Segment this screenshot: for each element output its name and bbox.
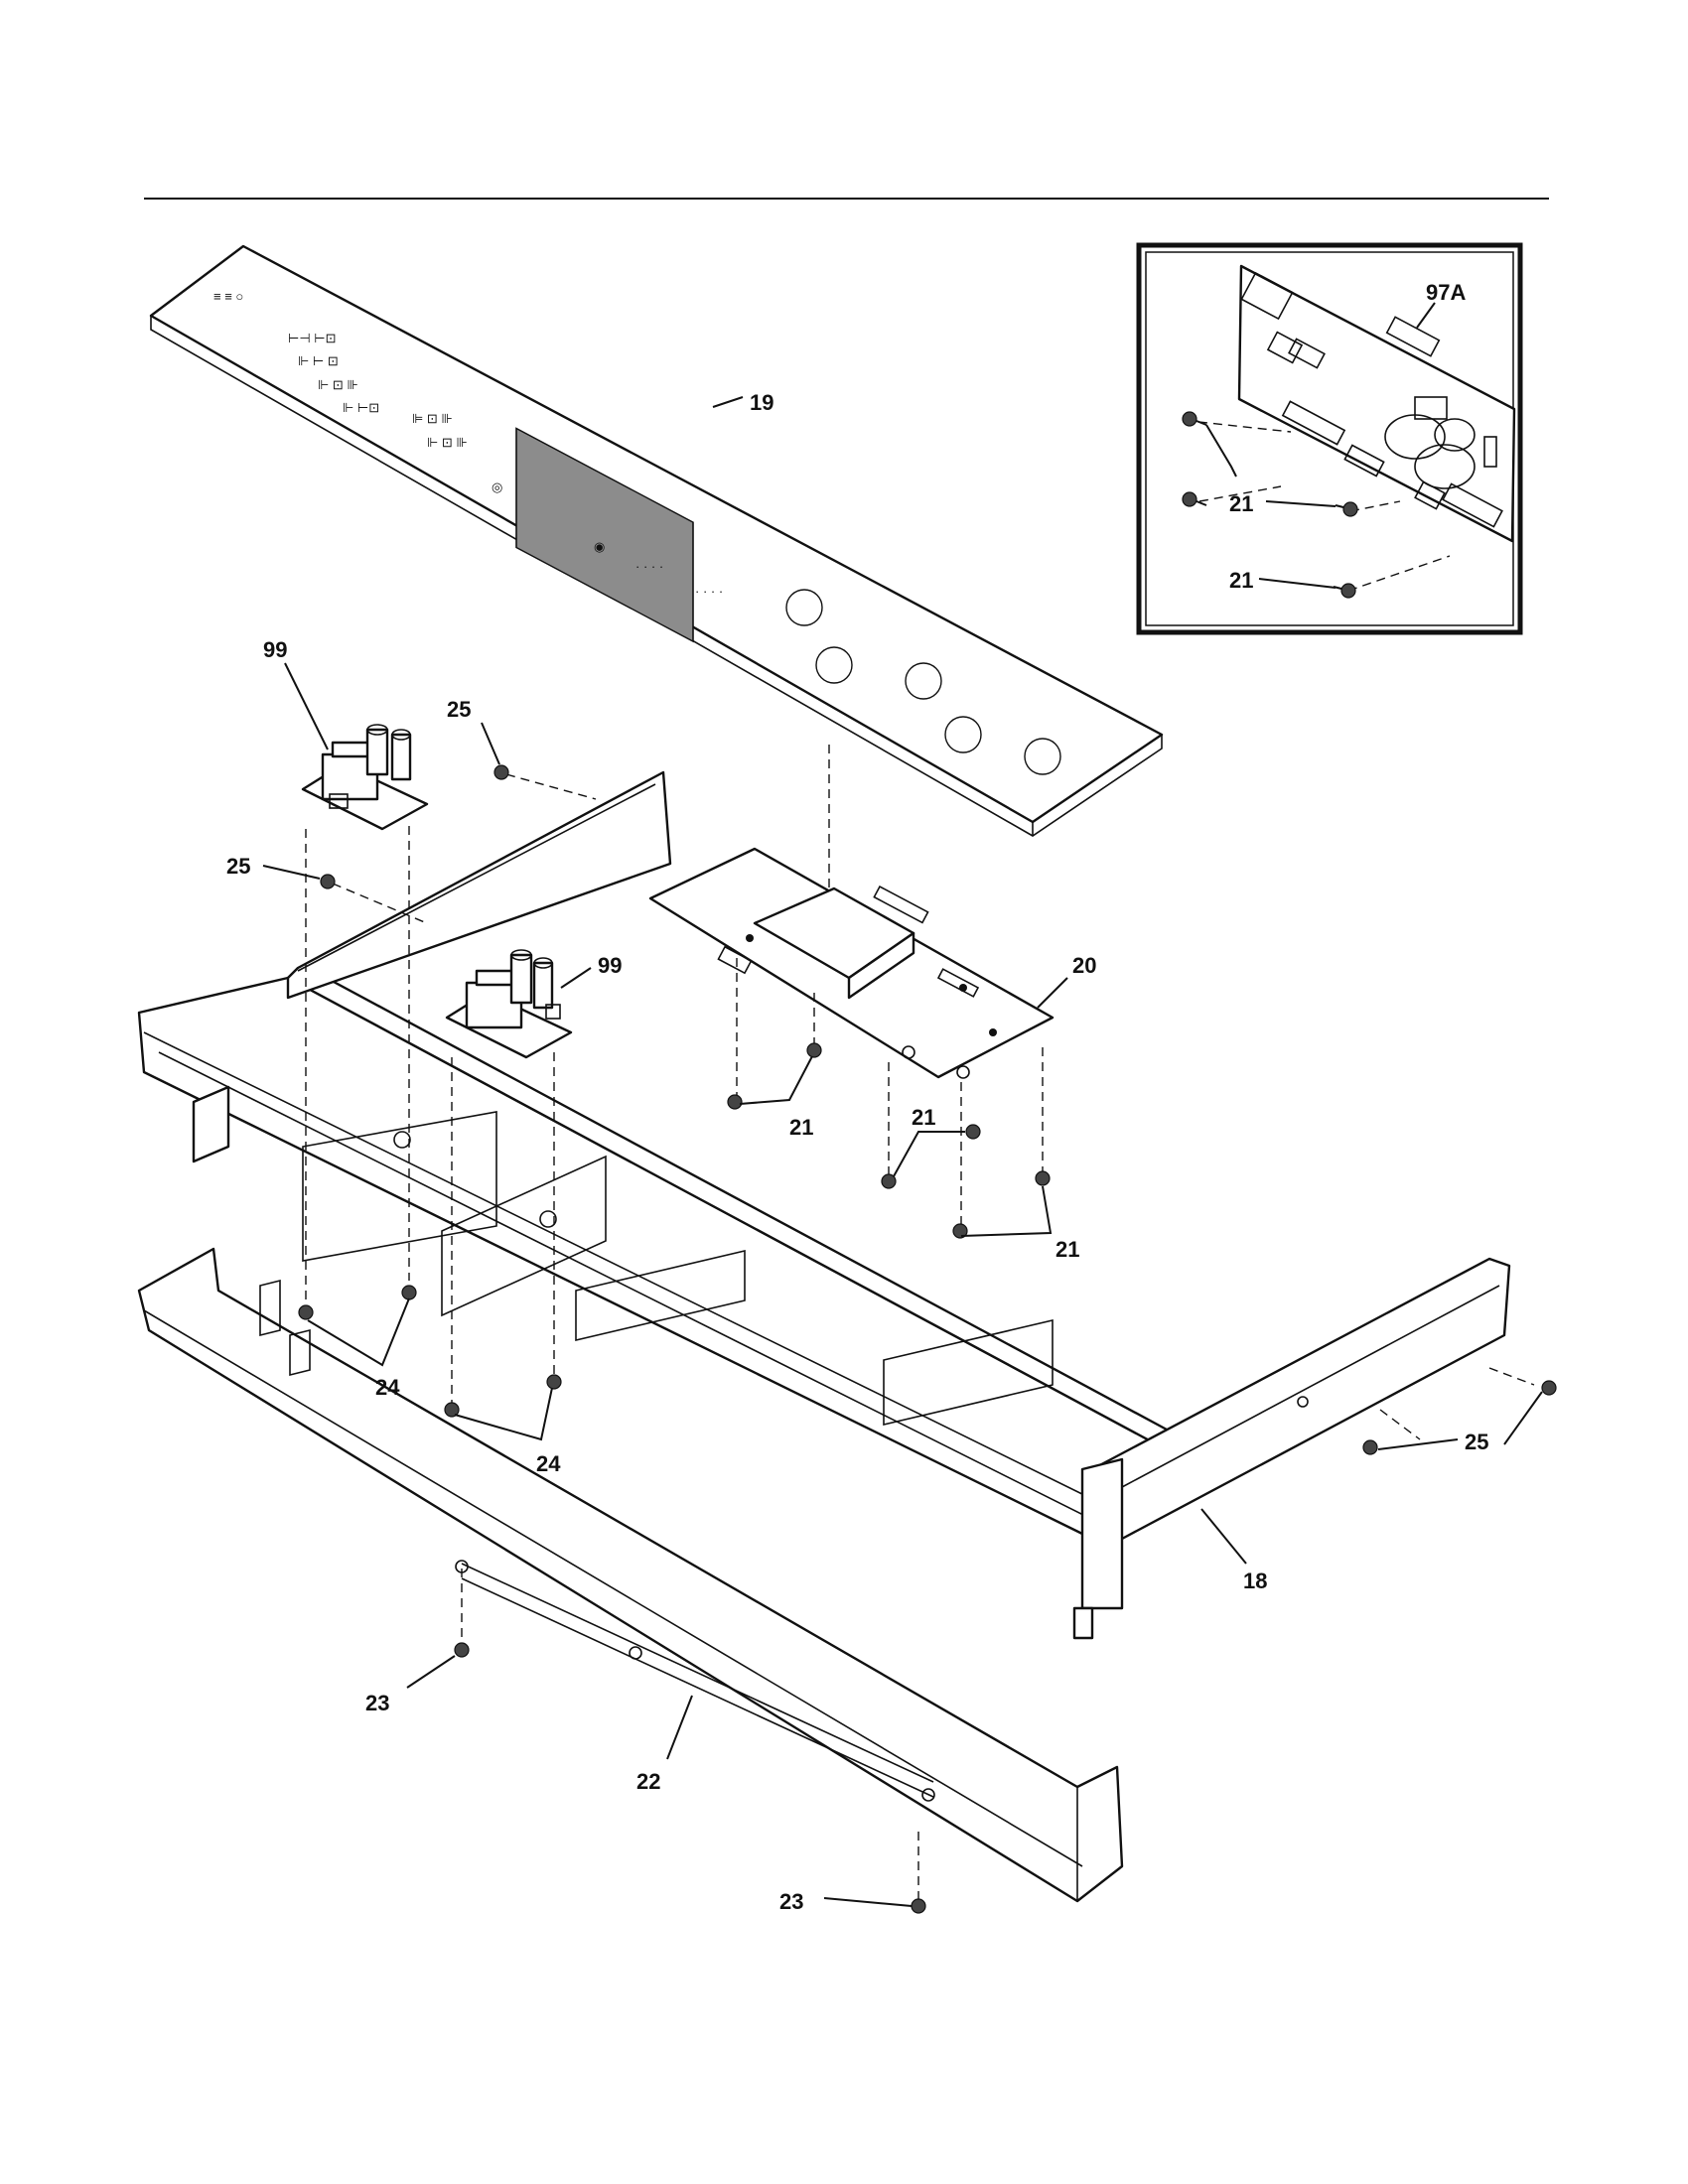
screw-21-f[interactable] bbox=[952, 1223, 968, 1239]
svg-text:· · · ·: · · · · bbox=[635, 559, 663, 574]
inset-screw-b[interactable] bbox=[1335, 501, 1358, 517]
callout-21-c: 21 bbox=[1055, 1237, 1079, 1262]
svg-text:· · · ·: · · · · bbox=[695, 584, 723, 599]
transformer-board-99-left[interactable] bbox=[301, 724, 429, 831]
callout-21-inset-b: 21 bbox=[1229, 568, 1253, 593]
callout-23-bottom: 23 bbox=[779, 1889, 803, 1914]
svg-text:⊩ ⊡ ⊪: ⊩ ⊡ ⊪ bbox=[318, 377, 358, 392]
callout-25-left: 25 bbox=[226, 854, 250, 879]
callout-97a: 97A bbox=[1426, 280, 1466, 305]
callout-20: 20 bbox=[1072, 953, 1096, 978]
screw-24-a[interactable] bbox=[298, 1304, 314, 1320]
transformer-board-99-center[interactable] bbox=[445, 949, 573, 1059]
callout-25-top: 25 bbox=[447, 697, 471, 722]
callout-21-b: 21 bbox=[912, 1105, 935, 1130]
screw-24-c[interactable] bbox=[444, 1402, 460, 1418]
screw-21-d[interactable] bbox=[965, 1124, 981, 1140]
front-trim-22[interactable] bbox=[137, 1247, 1124, 1903]
display-window bbox=[515, 427, 694, 643]
control-overlay-19[interactable]: ≡ ≡ ○ ⊢⊣ ⊢⊡ ⊩ ⊢ ⊡ ⊩ ⊡ ⊪ ⊩ ⊢⊡ ⊫ ⊡ ⊪ ⊩ ⊡ ⊪… bbox=[149, 244, 1164, 837]
callout-99-center: 99 bbox=[598, 953, 622, 978]
control-board-20[interactable] bbox=[648, 847, 1055, 1079]
screw-21-a[interactable] bbox=[727, 1094, 743, 1110]
callout-23-left: 23 bbox=[365, 1691, 389, 1715]
screw-25-left[interactable] bbox=[320, 874, 336, 889]
screw-24-b[interactable] bbox=[401, 1285, 417, 1300]
screw-24-d[interactable] bbox=[546, 1374, 562, 1390]
svg-text:⊩ ⊢⊡: ⊩ ⊢⊡ bbox=[343, 400, 379, 415]
screw-21-c[interactable] bbox=[881, 1173, 897, 1189]
screw-21-b[interactable] bbox=[806, 1042, 822, 1058]
callout-21-a: 21 bbox=[789, 1115, 813, 1140]
housing-18[interactable] bbox=[137, 770, 1511, 1640]
screw-23-left[interactable] bbox=[454, 1642, 470, 1658]
callout-24-center: 24 bbox=[536, 1451, 561, 1476]
inset-screw-c[interactable] bbox=[1182, 491, 1207, 507]
callout-21-inset-a: 21 bbox=[1229, 491, 1253, 516]
inset-screw-a[interactable] bbox=[1182, 411, 1207, 427]
screw-25-top[interactable] bbox=[493, 764, 509, 780]
screw-25-right-a[interactable] bbox=[1541, 1380, 1557, 1396]
callout-25-right: 25 bbox=[1465, 1430, 1488, 1454]
svg-text:⊩ ⊡ ⊪: ⊩ ⊡ ⊪ bbox=[427, 435, 468, 450]
callout-24-left: 24 bbox=[375, 1375, 400, 1400]
board-97a[interactable] bbox=[1237, 264, 1516, 543]
callout-99-left: 99 bbox=[263, 637, 287, 662]
screw-23-bottom[interactable] bbox=[911, 1898, 926, 1914]
screw-25-right-b[interactable] bbox=[1362, 1439, 1378, 1455]
inset-screw-d[interactable] bbox=[1333, 583, 1356, 599]
screw-21-e[interactable] bbox=[1035, 1170, 1051, 1186]
svg-text:⊩ ⊢ ⊡: ⊩ ⊢ ⊡ bbox=[298, 353, 339, 368]
callout-19: 19 bbox=[750, 390, 774, 415]
callout-18: 18 bbox=[1243, 1569, 1267, 1593]
svg-text:⊫ ⊡ ⊪: ⊫ ⊡ ⊪ bbox=[412, 411, 453, 426]
svg-text:◉: ◉ bbox=[594, 539, 605, 554]
svg-text:◎: ◎ bbox=[492, 479, 502, 494]
svg-text:⊢⊣ ⊢⊡: ⊢⊣ ⊢⊡ bbox=[288, 331, 336, 345]
callout-22: 22 bbox=[636, 1769, 660, 1794]
inset-detail-box: 97A 21 21 bbox=[1136, 242, 1523, 635]
svg-text:≡ ≡ ○: ≡ ≡ ○ bbox=[213, 289, 243, 304]
